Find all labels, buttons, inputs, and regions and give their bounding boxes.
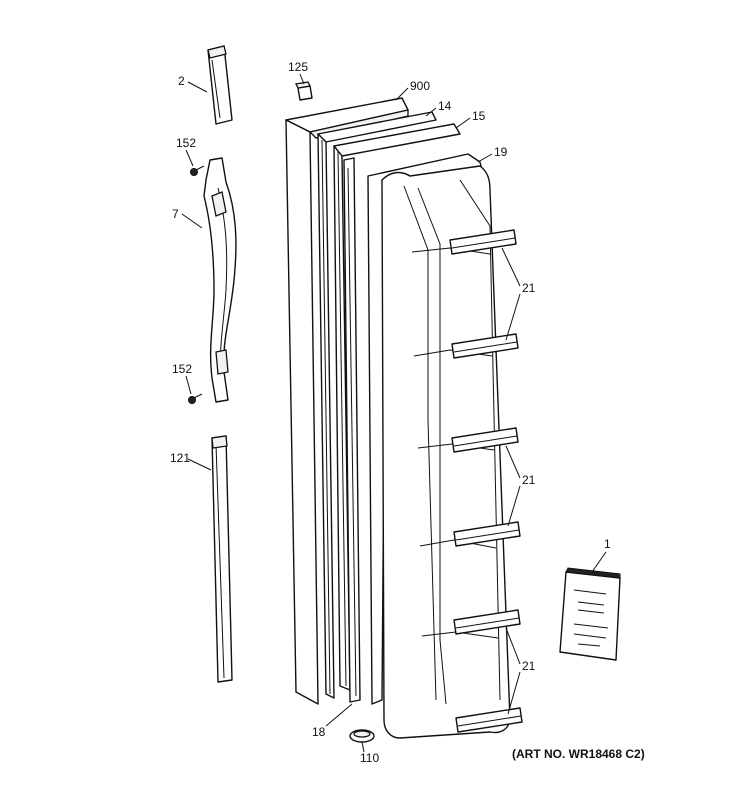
leader-21-lower-a (505, 627, 521, 665)
part-7-handle (203, 157, 237, 403)
art-number: (ART NO. WR18468 C2) (512, 747, 645, 761)
leader-15 (455, 117, 471, 129)
callout-152-lower: 152 (172, 362, 192, 376)
leader-900 (395, 87, 409, 101)
part-152-screw-upper (190, 165, 205, 176)
leader-110 (361, 741, 365, 753)
part-2-top-trim (207, 45, 233, 125)
callout-900: 900 (410, 79, 430, 93)
leader-121 (187, 458, 212, 471)
callout-21-lower: 21 (522, 659, 536, 673)
callout-15: 15 (472, 109, 486, 123)
leader-21-upper-a (501, 247, 521, 287)
callout-110: 110 (360, 751, 379, 765)
part-21-shelf-bin (453, 609, 521, 635)
part-152-screw-lower (188, 393, 203, 404)
callout-21-upper: 21 (522, 281, 536, 295)
callout-152-upper: 152 (176, 136, 196, 150)
part-125-block (295, 81, 313, 101)
leader-7 (181, 213, 203, 229)
part-21-shelf-bin (453, 521, 521, 547)
part-900-door-panel (285, 97, 409, 705)
callout-18: 18 (312, 725, 326, 739)
leader-125 (299, 73, 305, 85)
callout-21-middle: 21 (522, 473, 536, 487)
callout-14: 14 (438, 99, 452, 113)
part-15-liner-frame (333, 123, 461, 691)
callout-125: 125 (288, 60, 308, 74)
leader-21-middle-b (507, 485, 521, 527)
callout-121: 121 (170, 451, 190, 465)
part-21-shelf-bin (451, 427, 519, 453)
part-21-shelf-bin (455, 707, 523, 733)
leader-21-lower-b (507, 671, 521, 715)
leader-152-upper (185, 149, 194, 167)
part-1-manual (559, 567, 621, 661)
part-14-gasket (317, 111, 437, 699)
callout-7: 7 (172, 207, 179, 221)
leader-18 (325, 703, 353, 727)
callout-2: 2 (178, 74, 185, 88)
callout-1: 1 (604, 537, 611, 551)
part-18-strip (343, 157, 361, 703)
leader-19 (477, 153, 493, 163)
leader-2 (187, 81, 208, 93)
part-121-bottom-trim (211, 435, 233, 683)
leader-21-upper-b (505, 293, 521, 341)
leader-14 (425, 107, 437, 117)
leader-152-lower (185, 375, 192, 395)
part-21-shelf-bin (451, 333, 519, 359)
part-110-bushing (349, 729, 375, 743)
leader-1 (591, 551, 607, 573)
part-21-shelf-bin (449, 229, 517, 255)
callout-19: 19 (494, 145, 508, 159)
leader-21-middle-a (505, 445, 521, 479)
